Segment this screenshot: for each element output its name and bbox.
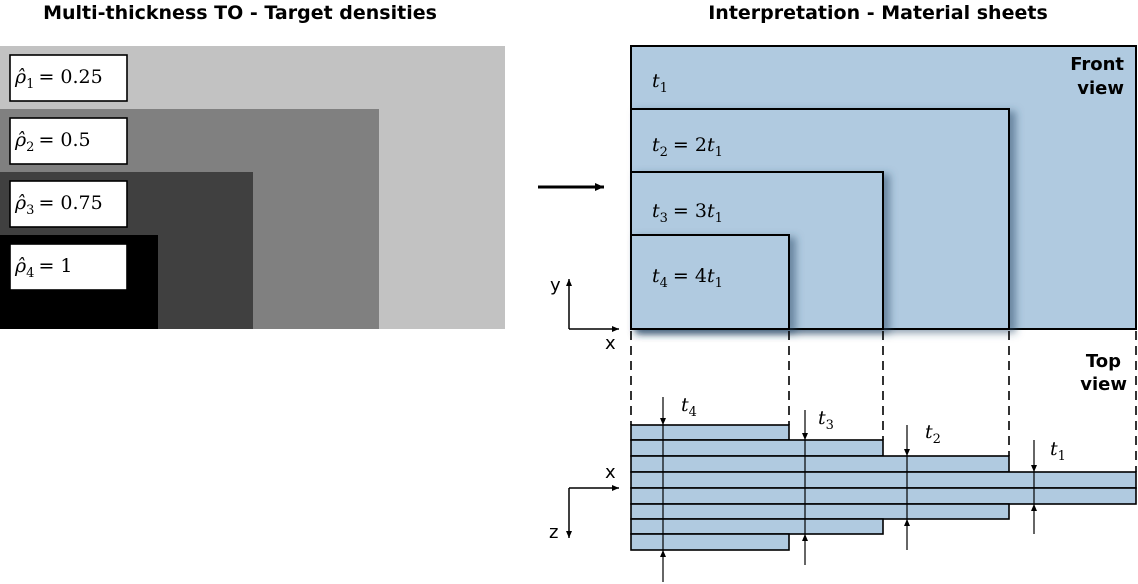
plate-row-4: [630, 471, 1137, 489]
top-view-label-line1: Top: [1086, 351, 1121, 372]
svg-text:ρ̂1= 0.25: ρ̂1= 0.25: [14, 66, 103, 92]
plate-row-2: [630, 439, 884, 457]
density-label-3: ρ̂3= 0.75: [9, 180, 128, 228]
top-view-axes: x z: [549, 462, 619, 543]
thickness-label-t3: t3: [818, 407, 834, 433]
density-label-2: ρ̂2= 0.5: [9, 117, 128, 165]
thickness-label-t1: t1: [1050, 438, 1066, 464]
top-view: [630, 424, 1137, 551]
projection-lines: [630, 331, 1137, 472]
axis-z-label: z: [549, 522, 558, 543]
svg-text:ρ̂4= 1: ρ̂4= 1: [14, 255, 73, 281]
plate-row-3: [630, 455, 1010, 473]
plate-row-1: [630, 424, 790, 441]
sheet-label-2: t2= 2t1: [652, 134, 723, 160]
svg-text:ρ̂3= 0.75: ρ̂3= 0.75: [14, 192, 103, 218]
right-panel-title: Interpretation - Material sheets: [708, 2, 1048, 24]
front-view-label-line2: view: [1077, 78, 1124, 99]
plate-row-8: [630, 533, 790, 551]
thickness-label-t4: t4: [681, 394, 697, 420]
left-panel-title: Multi-thickness TO - Target densities: [43, 2, 437, 24]
svg-text:ρ̂2= 0.5: ρ̂2= 0.5: [14, 129, 91, 155]
axis-x-label-top: x: [605, 462, 616, 483]
sheet-4: [630, 234, 790, 330]
density-label-1: ρ̂1= 0.25: [9, 54, 128, 102]
plate-row-7: [630, 518, 884, 535]
sheet-label-1: t1: [652, 70, 668, 96]
thickness-label-t2: t2: [925, 421, 941, 447]
plate-row-6: [630, 503, 1010, 520]
axis-y-label: y: [550, 275, 561, 296]
thickness-dimensions: [660, 397, 1037, 582]
top-view-label-line2: view: [1080, 374, 1127, 395]
front-view-axes: y x: [550, 275, 619, 354]
axis-x-label-front: x: [605, 333, 616, 354]
plate-row-5: [630, 487, 1137, 505]
sheet-label-3: t3= 3t1: [652, 200, 723, 226]
front-view-label-line1: Front: [1070, 54, 1124, 75]
density-label-4: ρ̂4= 1: [9, 243, 128, 291]
front-view: [630, 45, 1137, 330]
sheet-label-4: t4= 4t1: [652, 265, 723, 291]
